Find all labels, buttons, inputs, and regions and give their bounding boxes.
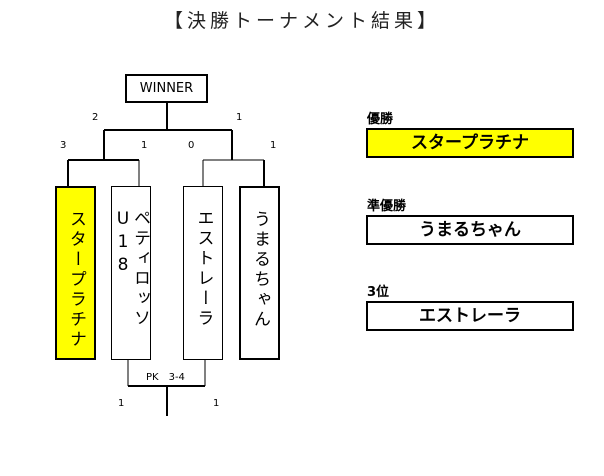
team-box-esutoreera: エストレーラ <box>183 186 223 360</box>
result-box-champion: スタープラチナ <box>366 128 574 158</box>
third-right-score: 1 <box>213 398 220 409</box>
result-label-champion: 優勝 <box>367 112 394 127</box>
team-box-sutaa-purachina: スタープラチナ <box>55 186 96 360</box>
result-box-runner-up: うまるちゃん <box>366 215 574 245</box>
team-name: スタープラチナ <box>66 210 86 350</box>
third-left-score: 1 <box>118 398 125 409</box>
result-label-third-place: 3位 <box>367 285 390 300</box>
result-box-third-place: エストレーラ <box>366 301 574 331</box>
winner-box: WINNER <box>125 74 208 103</box>
result-label-runner-up: 準優勝 <box>367 199 407 214</box>
semi2-right-score: 1 <box>270 140 277 151</box>
final-left-score: 2 <box>92 112 99 123</box>
pk-score: PK 3-4 <box>146 372 185 383</box>
semi1-left-score: 3 <box>60 140 67 151</box>
semi1-right-score: 1 <box>141 140 148 151</box>
semi2-left-score: 0 <box>188 140 195 151</box>
final-right-score: 1 <box>236 112 243 123</box>
team-box-petirosso-u18: ペティロッソU18 <box>111 186 151 360</box>
team-name: ペティロッソU18 <box>113 209 150 329</box>
team-name: エストレーラ <box>193 209 214 329</box>
team-name: うまるちゃん <box>250 210 270 330</box>
team-box-umaru-chan: うまるちゃん <box>239 186 280 360</box>
page-title: 【決勝トーナメント結果】 <box>163 10 440 32</box>
